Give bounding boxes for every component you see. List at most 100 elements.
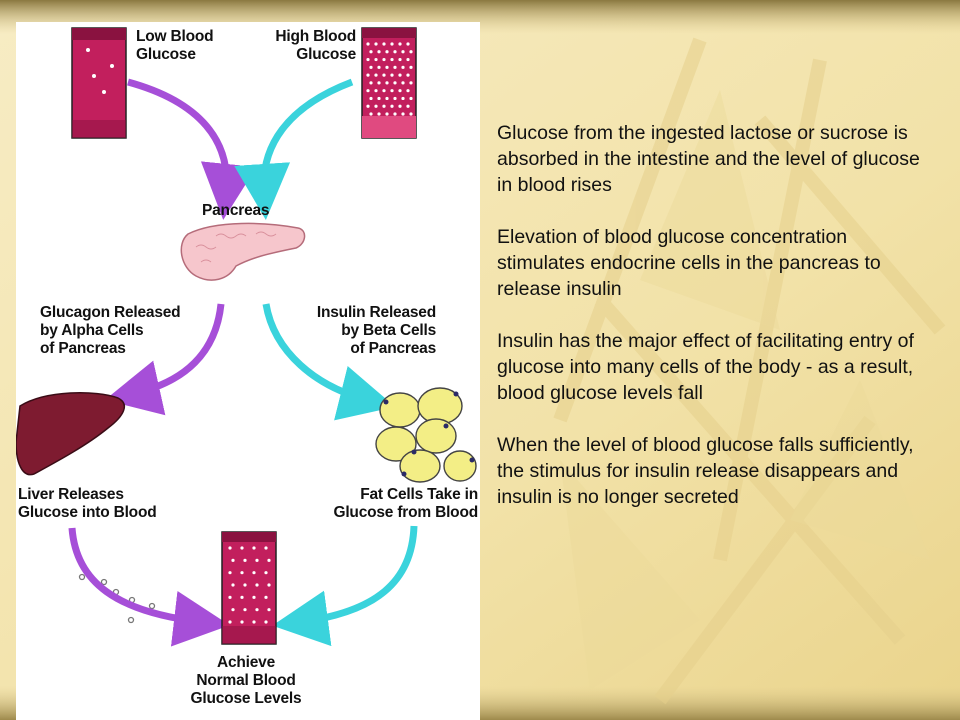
glucose-dot: [390, 42, 394, 46]
glucose-dot: [374, 104, 378, 108]
glucose-dot: [382, 73, 386, 77]
fat-cells-label: Fat Cells Take in Glucose from Blood: [333, 486, 478, 521]
glucose-dot: [377, 112, 381, 116]
paragraph-2: Elevation of blood glucose concentration…: [497, 226, 881, 300]
glucose-dot: [385, 50, 389, 54]
low-glucose-tube: [71, 27, 127, 139]
glucose-dot: [393, 50, 397, 54]
glucose-dot: [369, 81, 373, 85]
glucose-dot: [240, 571, 244, 575]
explanation-text: Glucose from the ingested lactose or suc…: [497, 120, 937, 536]
glucose-dot: [390, 104, 394, 108]
glucose-dot: [228, 546, 232, 550]
glucose-dot: [377, 96, 381, 101]
glucose-dot: [398, 89, 402, 93]
glucose-dot: [252, 595, 256, 599]
paragraph-3: Insulin has the major effect of facilita…: [497, 330, 914, 404]
liver-illustration: [16, 392, 126, 476]
glucose-dot: [374, 73, 378, 77]
glucose-dot: [390, 57, 394, 62]
glucose-dot: [228, 595, 232, 599]
glucose-dot: [409, 112, 413, 116]
glucose-dot: [267, 608, 271, 612]
glucose-dot: [401, 81, 405, 85]
glucose-dot: [366, 42, 370, 46]
glucose-dot: [398, 57, 402, 62]
glucose-dot: [374, 89, 378, 93]
glucose-dot: [240, 546, 244, 550]
glucose-dot: [231, 608, 235, 612]
glucose-dot: [366, 104, 370, 108]
glucose-dot: [393, 112, 397, 116]
glucose-dot: [385, 81, 389, 85]
glucose-dot: [374, 57, 378, 62]
achieve-normal-label: Achieve Normal Blood Glucose Levels: [190, 654, 302, 707]
glucose-dot: [409, 81, 413, 85]
glucose-dot: [382, 104, 386, 108]
pancreas-to-liver-arrow: [104, 303, 225, 416]
glucose-dot: [243, 608, 247, 612]
glucose-dot: [240, 620, 244, 624]
low-blood-glucose-label: Low Blood Glucose: [136, 28, 214, 63]
glucose-dot: [369, 112, 373, 116]
glucose-dot: [401, 65, 405, 69]
normal-glucose-tube: [221, 531, 277, 645]
glucose-dot: [390, 73, 394, 77]
glucose-dot: [255, 608, 259, 612]
glucose-dot: [366, 73, 370, 77]
glucose-dot: [264, 546, 268, 550]
glucose-dot: [382, 42, 386, 46]
glucose-regulation-diagram: Low Blood Glucose High Blood Glucose Pan…: [16, 22, 480, 720]
glucose-dot: [398, 73, 402, 77]
glucose-dot: [366, 57, 370, 62]
liver-releases-label: Liver Releases Glucose into Blood: [18, 486, 157, 521]
diagram-graphics: [16, 27, 477, 647]
glucose-dot: [377, 65, 381, 69]
pancreas-to-fat-arrow: [262, 303, 396, 421]
glucose-dot: [406, 73, 410, 77]
glucose-dot: [382, 57, 386, 62]
glucose-dot: [243, 558, 247, 562]
glucagon-released-label: Glucagon Released by Alpha Cells of Panc…: [40, 304, 181, 357]
glucose-dot: [393, 96, 397, 101]
background-leaf-pattern: [553, 37, 946, 705]
glucose-dot: [401, 96, 405, 101]
glucose-dot: [401, 112, 405, 116]
glucose-dot: [366, 89, 370, 93]
glucose-dot: [409, 96, 413, 101]
glucose-dot: [377, 50, 381, 54]
glucose-dot: [228, 571, 232, 575]
glucose-dot: [374, 42, 378, 46]
glucose-dot: [390, 89, 394, 93]
glucose-dot: [267, 558, 271, 562]
pancreas-illustration: [180, 222, 306, 281]
liver-to-normal-arrow: [68, 527, 230, 647]
glucose-dot: [398, 42, 402, 46]
glucose-dot: [264, 620, 268, 624]
glucose-dot: [406, 89, 410, 93]
glucose-dot: [231, 583, 235, 587]
high-glucose-tube: [361, 27, 417, 139]
glucose-dot: [398, 104, 402, 108]
low-glucose-to-pancreas-arrow: [127, 78, 257, 220]
glucose-dot: [406, 42, 410, 46]
glucose-dot: [401, 50, 405, 54]
glucose-dot: [264, 571, 268, 575]
glucose-dot: [385, 65, 389, 69]
glucose-dot: [255, 558, 259, 562]
glucose-dot: [406, 57, 410, 62]
glucose-dot: [393, 65, 397, 69]
glucose-dot: [385, 96, 389, 101]
glucose-dot: [267, 583, 271, 587]
high-glucose-to-pancreas-arrow: [234, 78, 354, 220]
glucose-dot: [385, 112, 389, 116]
glucose-dot: [409, 50, 413, 54]
glucose-dot: [377, 81, 381, 85]
glucose-dot: [252, 620, 256, 624]
insulin-released-label: Insulin Released by Beta Cells of Pancre…: [316, 304, 436, 357]
glucose-dot: [369, 96, 373, 101]
glucose-dot: [264, 595, 268, 599]
glucose-dot: [240, 595, 244, 599]
glucose-dot: [231, 558, 235, 562]
paragraph-4: When the level of blood glucose falls su…: [497, 434, 914, 508]
